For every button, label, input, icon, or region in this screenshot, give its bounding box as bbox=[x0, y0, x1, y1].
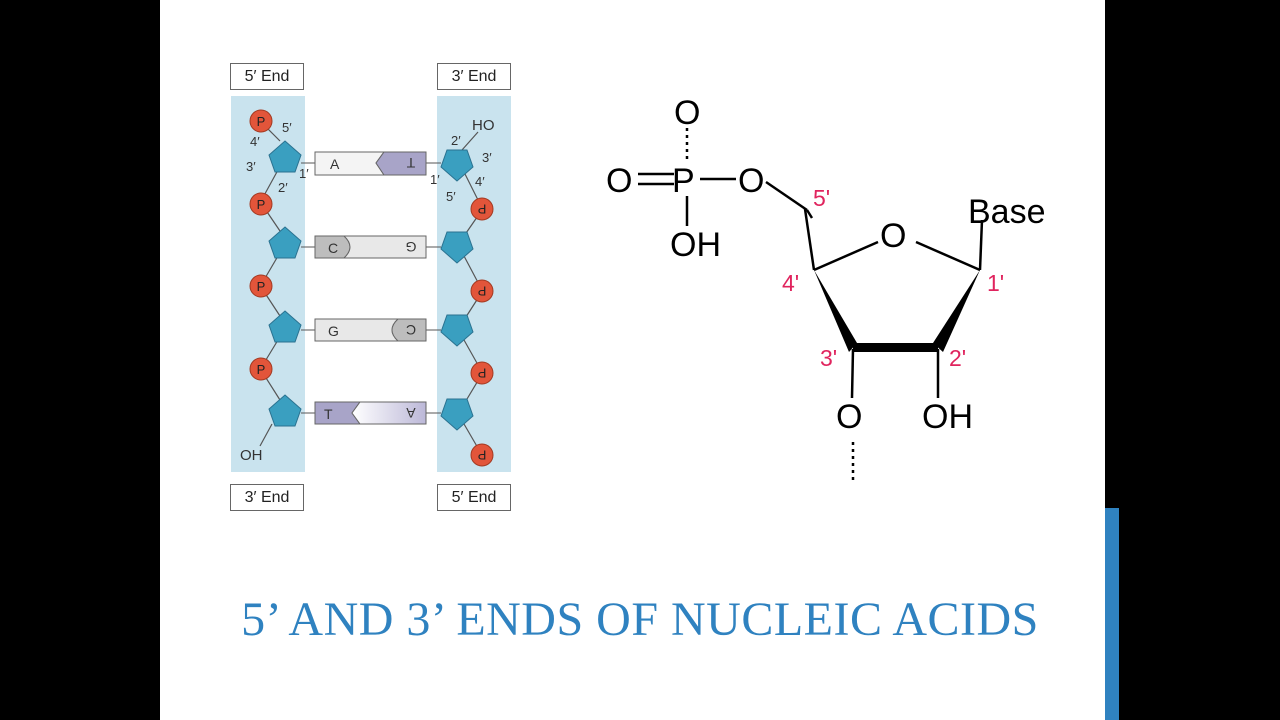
right-sugar-4 bbox=[440, 398, 474, 431]
phosphate-label: P bbox=[478, 366, 487, 381]
phosphorus-atom: P bbox=[672, 162, 695, 200]
right-phosphates: P P P P bbox=[470, 197, 494, 467]
phosphate-oxygen-top: O bbox=[674, 94, 700, 132]
right-top-end-label: 3′ End bbox=[437, 63, 511, 90]
base-label: A bbox=[330, 156, 340, 172]
base-pair-2: C G bbox=[301, 235, 441, 259]
base-label: C bbox=[328, 240, 338, 256]
phosphate-oxygen-left: O bbox=[606, 162, 632, 200]
left-bottom-end-label: 3′ End bbox=[230, 484, 304, 511]
svg-text:1′: 1′ bbox=[299, 166, 309, 181]
svg-text:3′: 3′ bbox=[482, 150, 492, 165]
structure-carbon-labels: 5' 4' 1' 3' 2' bbox=[782, 185, 1004, 371]
left-sugar-2 bbox=[268, 226, 302, 259]
left-phosphates: P P P P bbox=[249, 109, 273, 381]
svg-text:1': 1' bbox=[987, 270, 1004, 296]
base-label: C bbox=[406, 322, 416, 338]
svg-text:2′: 2′ bbox=[451, 133, 461, 148]
c2-hydroxyl: OH bbox=[922, 398, 973, 436]
right-sugar-3 bbox=[440, 314, 474, 347]
svg-text:4′: 4′ bbox=[250, 134, 260, 149]
svg-text:4′: 4′ bbox=[475, 174, 485, 189]
c3-oxygen: O bbox=[836, 398, 862, 436]
phosphate-label: P bbox=[478, 284, 487, 299]
wedge-bond-c1-c2 bbox=[933, 270, 980, 352]
base-label: T bbox=[324, 406, 333, 422]
left-sugar-4 bbox=[268, 394, 302, 427]
ring-oxygen: O bbox=[880, 217, 906, 255]
svg-text:2': 2' bbox=[949, 345, 966, 371]
phosphate-bonds bbox=[638, 128, 814, 226]
svg-text:1′: 1′ bbox=[430, 172, 440, 187]
base-label: Base bbox=[968, 193, 1046, 231]
svg-text:5′: 5′ bbox=[282, 120, 292, 135]
phosphate-label: P bbox=[257, 114, 266, 129]
right-sugar-2 bbox=[440, 231, 474, 264]
ribose-ring bbox=[803, 208, 984, 480]
base-pair-4: T A bbox=[301, 401, 441, 425]
phosphate-label: P bbox=[478, 448, 487, 463]
three-prime-hydroxyl: HO bbox=[472, 117, 495, 134]
phosphate-label: P bbox=[257, 197, 266, 212]
base-label: G bbox=[328, 323, 339, 339]
left-sugar-1 bbox=[268, 140, 302, 173]
base-pair-3: G C bbox=[301, 318, 441, 342]
base-pair-1: A T bbox=[301, 151, 441, 176]
svg-text:5': 5' bbox=[813, 185, 830, 211]
base-label: A bbox=[406, 405, 416, 421]
bold-bond-c3-c2 bbox=[853, 343, 938, 352]
wedge-bond-c4-c3 bbox=[814, 270, 857, 352]
svg-text:4': 4' bbox=[782, 270, 799, 296]
phosphate-label: P bbox=[478, 202, 487, 217]
slide-title: 5’ AND 3’ ENDS OF NUCLEIC ACIDS bbox=[241, 593, 1039, 646]
svg-text:2′: 2′ bbox=[278, 180, 288, 195]
svg-text:3': 3' bbox=[820, 345, 837, 371]
phosphate-hydroxyl: OH bbox=[670, 226, 721, 264]
base-label: G bbox=[406, 239, 417, 255]
right-sugar-1 bbox=[440, 149, 474, 182]
svg-text:5′: 5′ bbox=[446, 189, 456, 204]
right-bottom-end-label: 5′ End bbox=[437, 484, 511, 511]
ester-oxygen: O bbox=[738, 162, 764, 200]
phosphate-label: P bbox=[257, 279, 266, 294]
svg-text:3′: 3′ bbox=[246, 159, 256, 174]
phosphate-label: P bbox=[257, 362, 266, 377]
strand-carbon-labels: 5′ 4′ 3′ 2′ 1′ 2′ 3′ 4′ 1′ 5′ bbox=[246, 120, 492, 204]
slide: P P P P P P P P 5′ 4′ 3′ 2′ 1′ 2′ 3′ 4′ … bbox=[160, 0, 1105, 720]
left-sugar-3 bbox=[268, 310, 302, 343]
nucleic-acid-diagram: P P P P P P P P 5′ 4′ 3′ 2′ 1′ 2′ 3′ 4′ … bbox=[231, 94, 1046, 480]
accent-bar bbox=[1105, 508, 1119, 720]
three-prime-hydroxyl: OH bbox=[240, 447, 263, 464]
left-top-end-label: 5′ End bbox=[230, 63, 304, 90]
base-label: T bbox=[406, 155, 415, 171]
